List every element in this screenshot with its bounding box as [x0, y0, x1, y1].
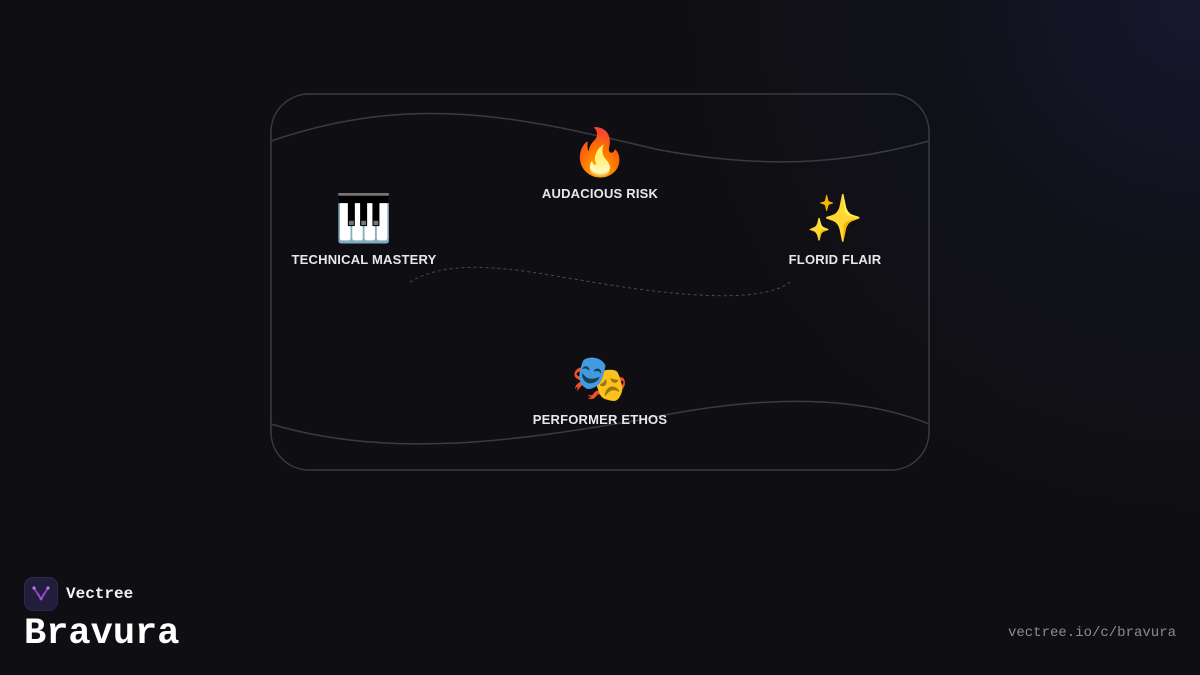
concept-label: AUDACIOUS RISK	[541, 186, 659, 201]
concept-label: PERFORMER ETHOS	[532, 412, 668, 427]
concept-label: TECHNICAL MASTERY	[291, 252, 437, 267]
dashed-connector-line	[409, 266, 791, 297]
frame-border	[270, 93, 930, 471]
sparkles-icon: ✨	[806, 191, 864, 245]
concept-label: FLORID FLAIR	[788, 252, 882, 267]
top-wave-line	[270, 112, 930, 163]
performing-arts-masks-icon: 🎭	[571, 351, 629, 405]
concept-technical-mastery: 🎹 TECHNICAL MASTERY	[264, 190, 464, 267]
vectree-logo-icon	[24, 577, 58, 611]
concept-performer-ethos: 🎭 PERFORMER ETHOS	[500, 350, 700, 427]
concept-audacious-risk: 🔥 AUDACIOUS RISK	[500, 124, 700, 201]
page-title: Bravura	[24, 613, 180, 655]
page-url: vectree.io/c/bravura	[1007, 625, 1176, 641]
bottom-wave-line	[270, 400, 930, 445]
concept-florid-flair: ✨ FLORID FLAIR	[735, 190, 935, 267]
brand-name: Vectree	[66, 585, 134, 603]
fire-icon: 🔥	[571, 125, 629, 179]
brand: Vectree	[24, 577, 133, 611]
piano-keys-icon: 🎹	[335, 191, 393, 245]
